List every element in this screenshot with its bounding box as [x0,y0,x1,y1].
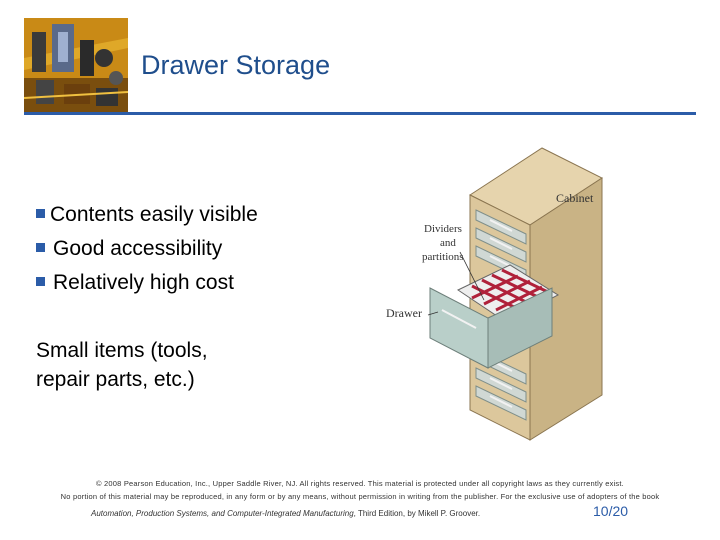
square-bullet-icon [36,209,45,218]
bullet-item: Relatively high cost [36,266,258,300]
bullet-item: Contents easily visible [36,198,258,232]
header-logo-image [24,18,128,114]
bullet-item: Good accessibility [36,232,258,266]
book-title: Automation, Production Systems, and Comp… [91,509,354,518]
slide-title: Drawer Storage [141,50,331,80]
square-bullet-icon [36,243,45,252]
square-bullet-icon [36,277,45,286]
drawer-cabinet-illustration: Cabinet Dividers and partitions Drawer [380,140,630,445]
dividers-label-line: Dividers [424,223,462,235]
cabinet-label: Cabinet [556,191,594,205]
drawer-label: Drawer [386,306,422,320]
bullet-text: Contents easily visible [50,203,258,226]
book-citation-rest: , Third Edition, by Mikell P. Groover. [353,509,481,518]
dividers-label-line: and [440,237,456,249]
page-number: 10/20 [593,503,629,519]
title-divider [24,112,696,115]
note-line: repair parts, etc.) [36,368,195,391]
copyright-line: © 2008 Pearson Education, Inc., Upper Sa… [96,479,624,488]
book-citation: Automation, Production Systems, and Comp… [91,509,480,518]
bullet-list: Contents easily visible Good accessibili… [36,198,258,300]
bullet-text: Relatively high cost [53,271,234,294]
bullet-text: Good accessibility [53,237,223,260]
note-text: Small items (tools, repair parts, etc.) [36,336,208,394]
copyright-line: No portion of this material may be repro… [60,492,660,501]
note-line: Small items (tools, [36,339,208,362]
dividers-label-line: partitions [422,251,464,263]
